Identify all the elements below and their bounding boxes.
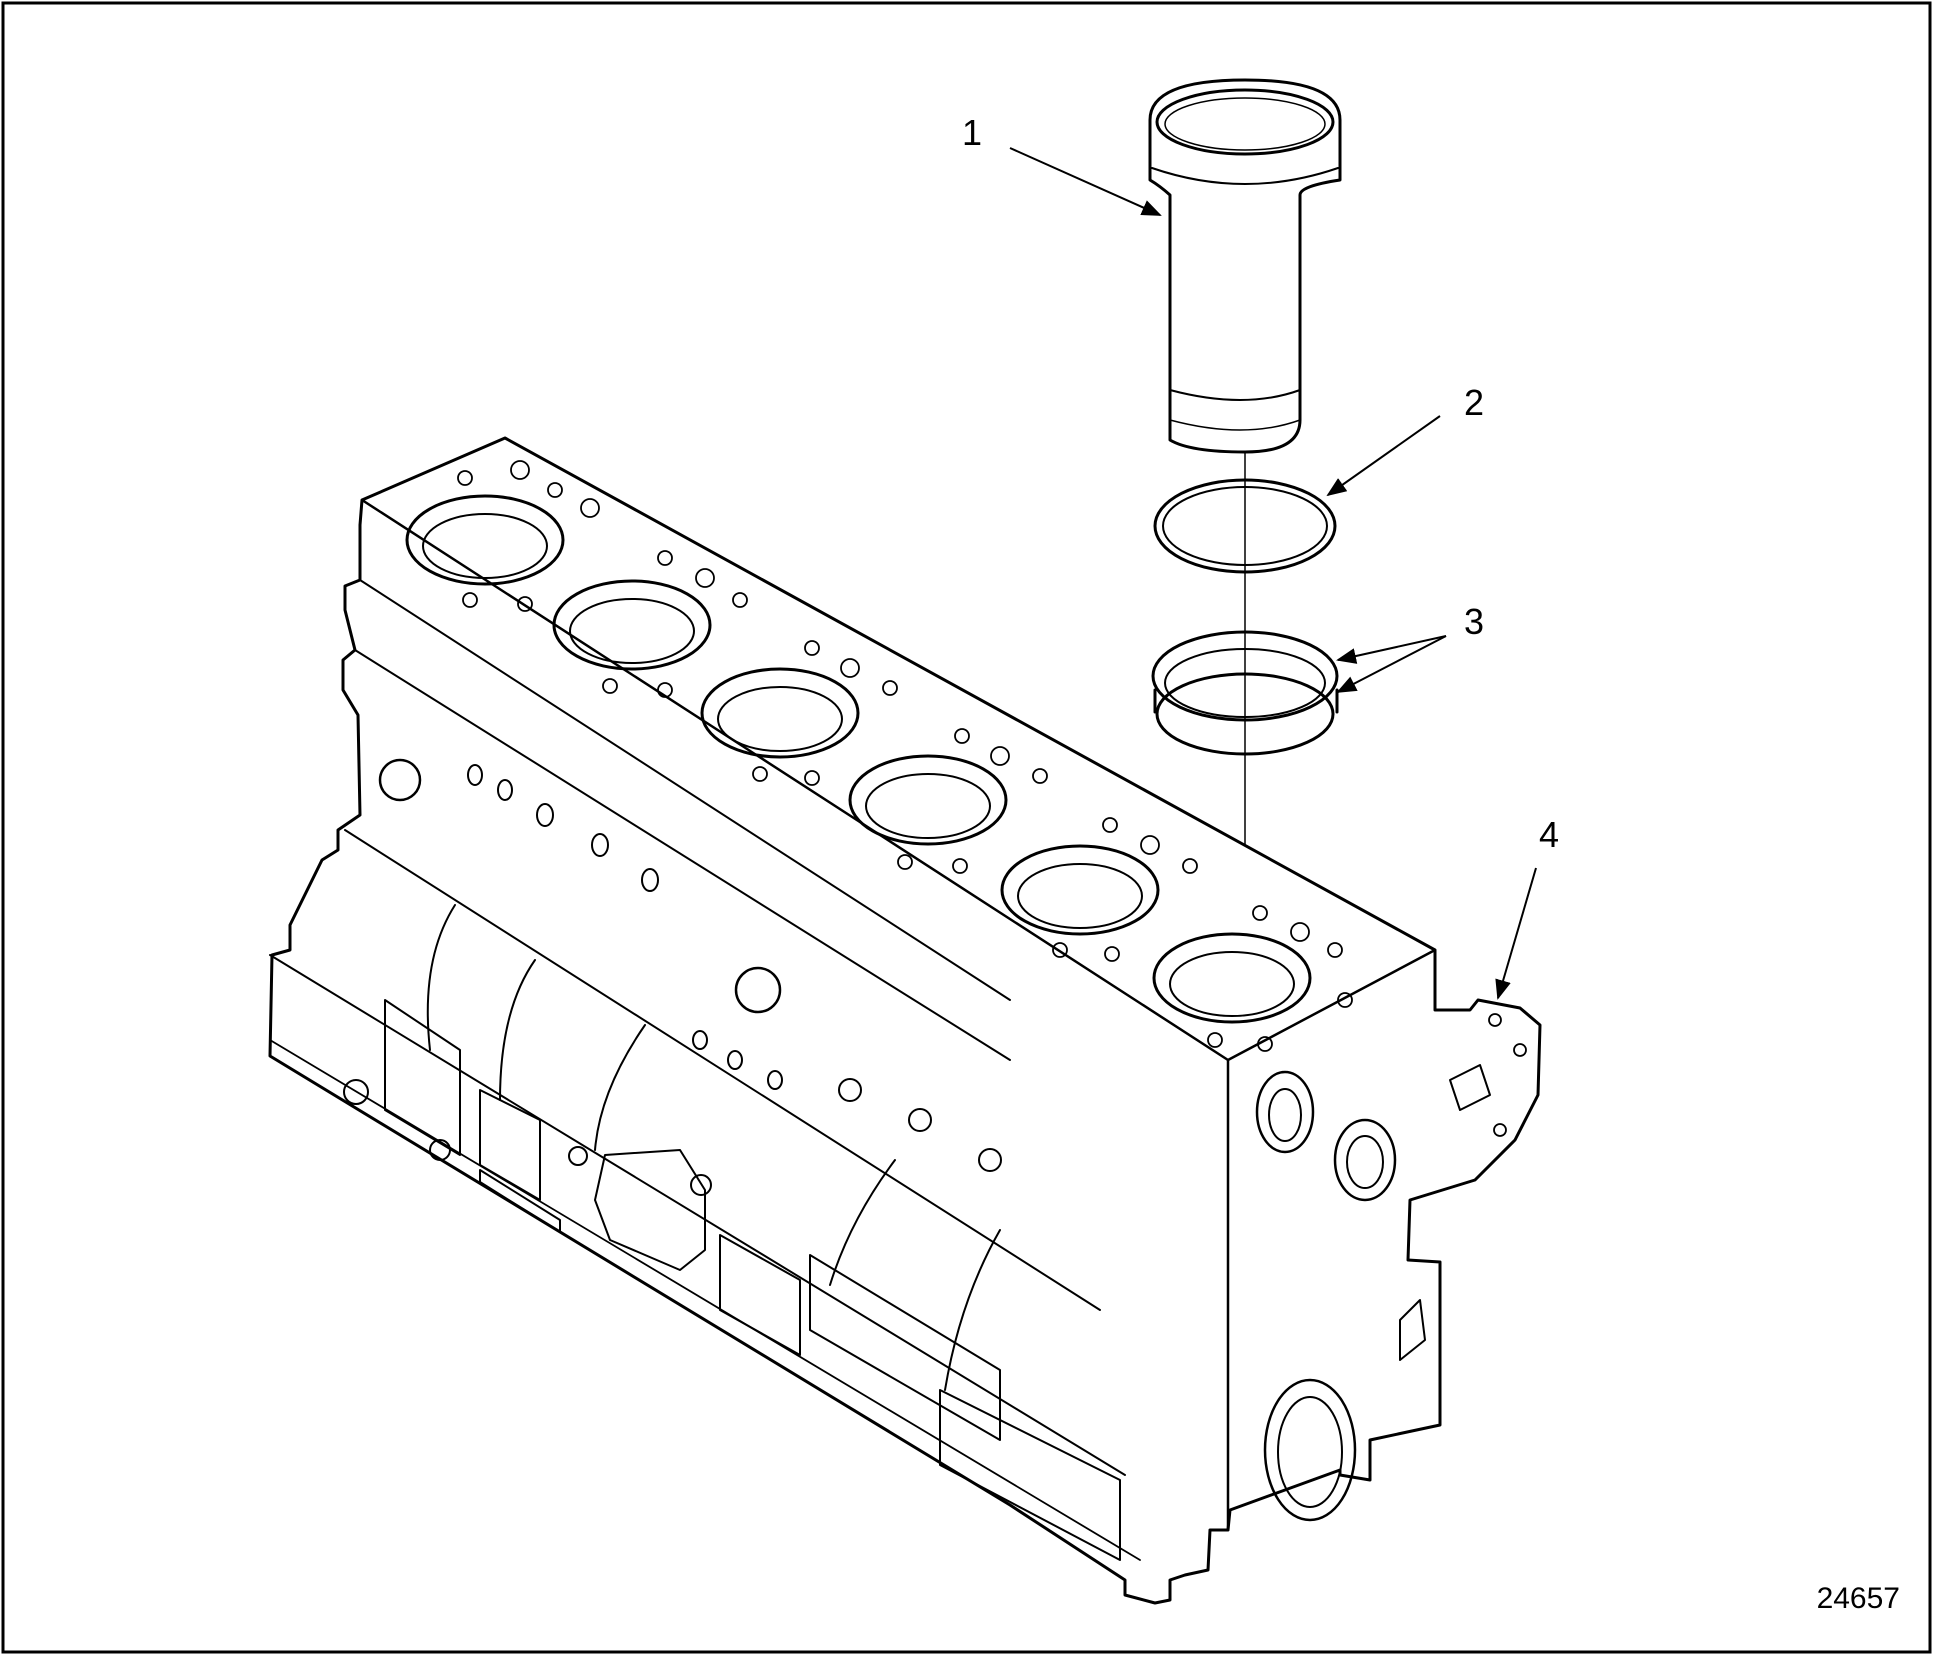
callout-label-3: 3 xyxy=(1464,601,1484,642)
figure-number: 24657 xyxy=(1817,1582,1900,1615)
seal-rings xyxy=(1151,630,1339,756)
leader-lines xyxy=(1009,147,1537,1000)
cylinder-liner xyxy=(1148,78,1342,454)
o-ring xyxy=(1153,478,1337,574)
callout-label-1: 1 xyxy=(962,112,982,153)
callout-label-2: 2 xyxy=(1464,382,1484,423)
engine-block xyxy=(268,436,1542,1605)
callout-label-4: 4 xyxy=(1539,814,1559,855)
